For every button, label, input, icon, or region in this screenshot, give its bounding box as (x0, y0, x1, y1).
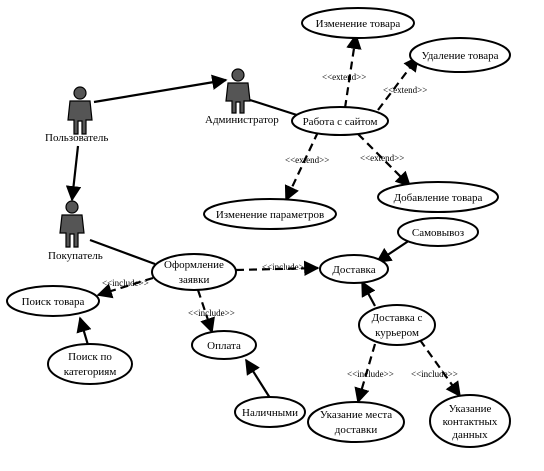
use-case-label: Изменение параметров (216, 209, 324, 221)
use-case-label: Изменение товара (316, 18, 401, 30)
person-icon (67, 86, 93, 135)
use-case-label: Удаление товара (421, 50, 498, 62)
stereotype-include-address: <<include>> (347, 369, 394, 379)
stereotype-extend-delete-product: <<extend>> (383, 85, 427, 95)
actor-label: Пользователь (45, 132, 108, 144)
edge-include-contacts (419, 339, 461, 398)
edge-search-category (76, 316, 92, 346)
actor-user: Пользователь (45, 86, 108, 144)
stereotype-include-contacts: <<include>> (411, 369, 458, 379)
person-icon (225, 68, 251, 114)
use-case-change-product: Изменение товара (301, 7, 415, 39)
edge-courier-delivery (361, 280, 376, 307)
edge-include-payment (196, 289, 215, 334)
edge-user-buyer (65, 145, 82, 202)
use-case-cash: Наличными (234, 396, 306, 428)
edge-include-search (96, 276, 154, 299)
use-case-contacts: Указание контактных данных (429, 394, 511, 448)
use-case-label: контактных (443, 416, 498, 428)
use-case-label: Добавление товара (394, 192, 483, 204)
use-case-add-product: Добавление товара (377, 181, 499, 213)
edge-buyer-order (89, 238, 156, 266)
use-case-label: курьером (375, 327, 419, 339)
stereotype-include-delivery: <<include>> (262, 262, 309, 272)
stereotype-extend-add-product: <<extend>> (360, 153, 404, 163)
use-case-label: Доставка с (372, 312, 423, 324)
stereotype-labels: <<extend>> <<extend>> <<extend>> <<exten… (102, 72, 458, 379)
person-icon (59, 200, 85, 248)
stereotype-include-payment: <<include>> (188, 308, 235, 318)
edge-include-delivery (235, 260, 320, 277)
actor-label: Администратор (205, 114, 279, 126)
use-case-site-work: Работа с сайтом (291, 106, 389, 136)
actor-buyer: Покупатель (48, 200, 103, 262)
use-case-search-product: Поиск товара (6, 285, 100, 317)
use-case-label: доставки (335, 424, 378, 436)
actor-admin: Администратор (205, 68, 279, 126)
stereotype-include-search: <<include>> (102, 278, 149, 288)
stereotype-extend-change-product: <<extend>> (322, 72, 366, 82)
use-case-label: Указание места (320, 409, 392, 421)
use-case-label: Поиск по (68, 351, 112, 363)
edge-extend-delete-product (377, 55, 419, 111)
use-case-label: Поиск товара (22, 296, 85, 308)
use-case-pickup: Самовывоз (397, 217, 479, 247)
edge-pickup-delivery (375, 239, 411, 263)
use-case-label: категориям (64, 366, 117, 378)
use-case-order: Оформление заявки (151, 253, 237, 291)
stereotype-extend-change-params: <<extend>> (285, 155, 329, 165)
use-case-label: Работа с сайтом (303, 116, 378, 128)
use-case-courier: Доставка с курьером (358, 304, 436, 346)
use-case-label: Наличными (242, 407, 298, 419)
edge-include-address (354, 343, 377, 404)
actor-label: Покупатель (48, 250, 103, 262)
use-case-label: Оформление (164, 259, 224, 271)
use-case-label: Доставка (332, 264, 375, 276)
edge-extend-change-params (284, 131, 319, 202)
use-case-label: данных (452, 429, 488, 441)
edges (65, 33, 461, 404)
edge-cash-payment (245, 358, 271, 399)
use-case-payment: Оплата (191, 330, 257, 360)
use-case-delivery: Доставка (319, 254, 389, 284)
use-case-label: Оплата (207, 340, 241, 352)
use-case-address: Указание места доставки (307, 401, 405, 443)
edge-admin-site (249, 98, 301, 118)
use-case-change-params: Изменение параметров (203, 198, 337, 230)
use-case-delete-product: Удаление товара (409, 37, 511, 73)
use-case-label: Указание (449, 403, 492, 415)
use-case-search-category: Поиск по категориям (47, 343, 133, 385)
edge-user-admin (93, 74, 228, 104)
use-case-label: Самовывоз (412, 227, 464, 239)
use-case-label: заявки (179, 274, 210, 286)
